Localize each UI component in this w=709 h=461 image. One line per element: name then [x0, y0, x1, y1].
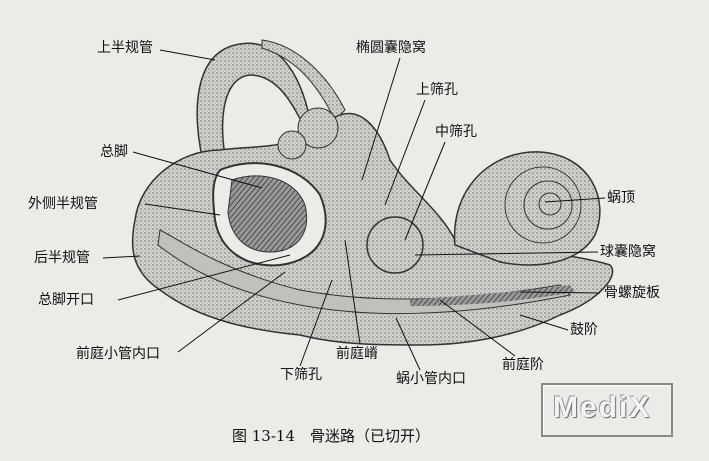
- label-middle-cribriform: 中筛孔: [435, 124, 477, 140]
- label-common-crus-opening: 总脚开口: [38, 292, 94, 308]
- leader-lines: [102, 49, 606, 371]
- label-inferior-cribriform: 下筛孔: [280, 367, 322, 383]
- label-scala-tympani: 鼓阶: [570, 322, 598, 338]
- cochlea-shape: [453, 151, 601, 266]
- figure-caption: 图 13-14 骨迷路（已切开）: [232, 427, 431, 445]
- watermark-logo: MediX: [541, 383, 673, 437]
- label-cochlear-canaliculus-opening: 蜗小管内口: [396, 371, 466, 387]
- label-superior-cribriform: 上筛孔: [416, 82, 458, 98]
- watermark-text: MediX: [553, 391, 652, 424]
- label-posterior-canal: 后半规管: [34, 250, 90, 266]
- label-lateral-canal: 外侧半规管: [28, 196, 98, 212]
- label-vestibular-aqueduct-opening: 前庭小管内口: [76, 346, 160, 362]
- label-vestibular-crest: 前庭嵴: [336, 346, 378, 362]
- label-scala-vestibuli: 前庭阶: [502, 357, 544, 373]
- label-spherical-recess: 球囊隐窝: [600, 244, 656, 260]
- label-cupula: 蜗顶: [607, 190, 635, 206]
- label-elliptical-recess: 椭圆囊隐窝: [356, 40, 426, 56]
- label-superior-canal: 上半规管: [97, 40, 153, 56]
- label-common-crus: 总脚: [100, 144, 128, 160]
- label-osseous-spiral-lamina: 骨螺旋板: [604, 285, 660, 301]
